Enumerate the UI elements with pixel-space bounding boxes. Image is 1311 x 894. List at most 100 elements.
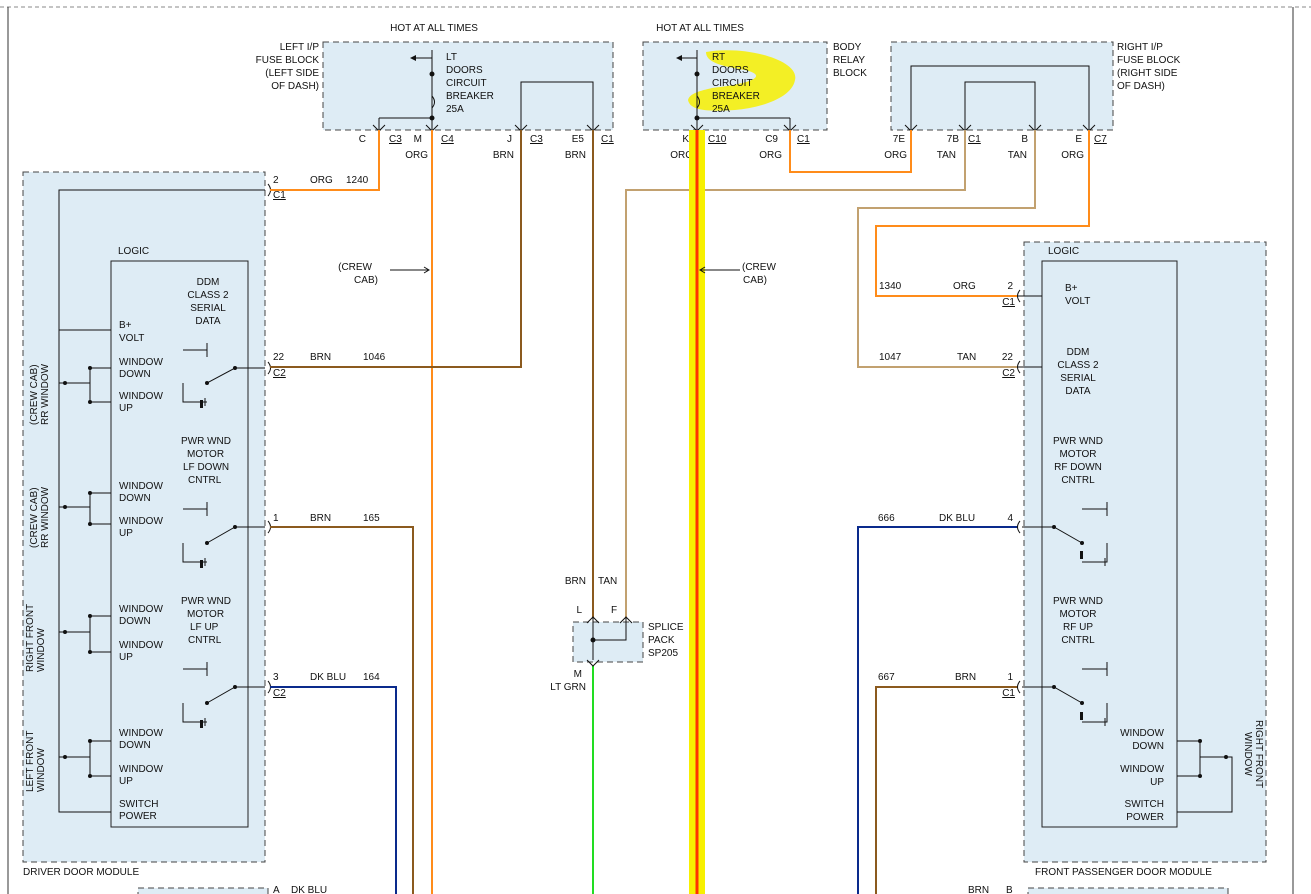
logic-label: LOGIC (1048, 246, 1079, 257)
ddm-label: CLASS 2 (1057, 360, 1099, 371)
rt-breaker-label: DOORS (712, 65, 749, 76)
hot-label-right: HOT AT ALL TIMES (656, 23, 744, 34)
terminal-label: C9 (765, 134, 778, 145)
pin-label: 1 (273, 513, 279, 524)
window-down-label: WINDOW (119, 481, 163, 492)
circuit-number: 667 (878, 672, 895, 683)
circuit-number: 164 (363, 672, 380, 683)
ddm-label: DDM (1067, 347, 1090, 358)
wire-color-label: BRN (493, 150, 514, 161)
wire-666-dkblu (857, 526, 1018, 894)
wire-color-label: ORG (953, 281, 976, 292)
right-front-label: RIGHT FRONT (1253, 720, 1264, 788)
crew-cab-arrow (390, 266, 430, 274)
right-fuse-label: OF DASH) (1117, 81, 1165, 92)
passenger-module-name: FRONT PASSENGER DOOR MODULE (1035, 867, 1212, 878)
lf-down-label: PWR WND (181, 436, 231, 447)
window-up-label: UP (119, 652, 133, 663)
pin-label: 4 (1007, 513, 1013, 524)
connector-label: C1 (1002, 297, 1015, 308)
ddm-label: SERIAL (190, 303, 226, 314)
passenger-connector-symbols (1017, 289, 1021, 694)
lf-up-label: LF UP (190, 622, 219, 633)
wire-color-label: TAN (1008, 150, 1027, 161)
right-front-label: WINDOW (1242, 732, 1253, 776)
wire-667-brn (875, 686, 1018, 894)
pin-label: 22 (1002, 352, 1014, 363)
right-front-label: RIGHT FRONT (25, 604, 36, 672)
window-up-label: UP (119, 528, 133, 539)
passenger-switch-symbols (1018, 295, 1233, 813)
left-front-label: LEFT FRONT (25, 731, 36, 792)
wire-color-label: BRN (310, 352, 331, 363)
connector-label: C3 (389, 134, 402, 145)
right-fuse-jumpers (904, 65, 1096, 132)
terminal-label: J (507, 134, 512, 145)
left-front-label: WINDOW (36, 748, 47, 792)
body-relay-label: BODY (833, 42, 862, 53)
left-fuse-label: OF DASH) (271, 81, 319, 92)
window-down-label: WINDOW (119, 357, 163, 368)
wire-color-label: BRN (565, 576, 586, 587)
highlight-mark (688, 50, 796, 111)
ddm-label: DDM (197, 277, 220, 288)
window-up-label: WINDOW (119, 640, 163, 651)
logic-label: LOGIC (118, 246, 149, 257)
connector-label: C7 (1094, 134, 1107, 145)
crew-cab-label: CAB) (743, 275, 767, 286)
circuit-number: 1046 (363, 352, 386, 363)
lt-breaker-symbol (378, 50, 435, 130)
e5-c1-jumper (520, 81, 594, 130)
right-fuse-label: (RIGHT SIDE (1117, 68, 1178, 79)
rf-up-label: CNTRL (1061, 635, 1095, 646)
left-fuse-label: LEFT I/P (280, 42, 320, 53)
switch-power-label: SWITCH (1125, 799, 1164, 810)
connector-label: C1 (1002, 688, 1015, 699)
switch-power-label: POWER (1126, 812, 1164, 823)
right-front-label: WINDOW (36, 628, 47, 672)
rr-window-label: RR WINDOW (40, 363, 51, 425)
lt-breaker-label: DOORS (446, 65, 483, 76)
rr-window-label: (CREW CAB) (29, 364, 40, 425)
circuit-number: 1240 (346, 175, 369, 186)
splice-internals (586, 616, 633, 667)
left-fuse-block (322, 41, 614, 131)
terminal-label: B (1021, 134, 1028, 145)
rf-down-label: CNTRL (1061, 475, 1095, 486)
terminal-label: K (682, 134, 689, 145)
bplus-trace (58, 189, 265, 331)
lf-up-label: MOTOR (187, 609, 224, 620)
wire-color-label: BRN (310, 513, 331, 524)
ddm-label: SERIAL (1060, 373, 1096, 384)
terminal-label: E (1075, 134, 1082, 145)
splice-label: SPLICE (648, 622, 684, 633)
wire-color-label: BRN (968, 885, 989, 894)
wire-color-label: DK BLU (310, 672, 346, 683)
lf-up-label: PWR WND (181, 596, 231, 607)
ddm-label: CLASS 2 (187, 290, 229, 301)
lf-down-label: MOTOR (187, 449, 224, 460)
pin-label: 22 (273, 352, 285, 363)
lower-component-left (137, 887, 269, 894)
connector-label: C1 (968, 134, 981, 145)
rt-breaker-label: RT (712, 52, 725, 63)
wire-color-label: BRN (955, 672, 976, 683)
circuit-number: 165 (363, 513, 380, 524)
rf-down-label: MOTOR (1059, 449, 1096, 460)
terminal-label: A (273, 885, 280, 894)
window-up-label: UP (119, 403, 133, 414)
rf-up-label: MOTOR (1059, 609, 1096, 620)
crew-cab-label: (CREW (742, 262, 776, 273)
wire-165-brn (270, 526, 414, 894)
bplus-label: B+ (1065, 283, 1078, 294)
left-fuse-label: (LEFT SIDE (265, 68, 319, 79)
pin-label: 3 (273, 672, 279, 683)
rf-down-label: PWR WND (1053, 436, 1103, 447)
crew-cab-arrow (699, 266, 740, 274)
wire-org-c9 (789, 130, 912, 173)
switch-power-label: POWER (119, 811, 157, 822)
bplus-label: B+ (119, 320, 132, 331)
splice-label: PACK (648, 635, 675, 646)
connector-label: C10 (708, 134, 727, 145)
